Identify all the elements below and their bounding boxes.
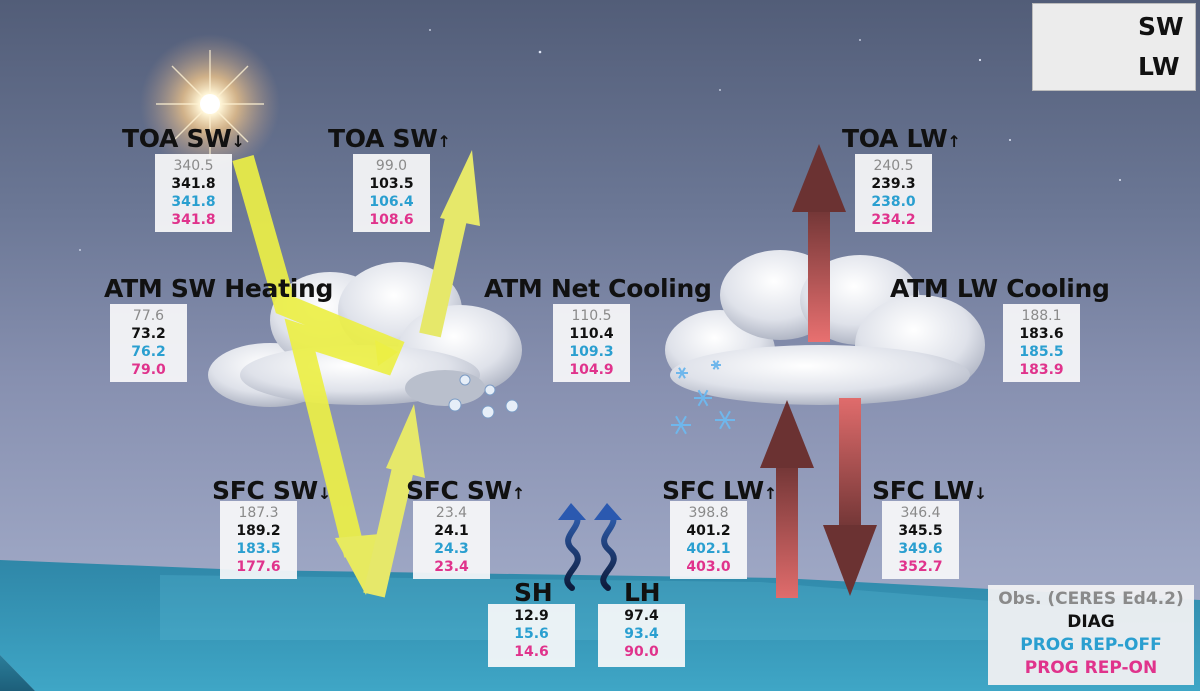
value-obs: 398.8	[688, 505, 729, 521]
lw-downward-arrow-surface	[823, 398, 877, 596]
value-prog-on: 108.6	[369, 212, 414, 228]
value-diag: 24.1	[434, 523, 469, 539]
value-prog-on: 14.6	[514, 644, 549, 660]
value-obs: 99.0	[375, 158, 408, 174]
legend	[1032, 3, 1196, 91]
value-diag: 239.3	[871, 176, 916, 192]
value-diag: 183.6	[1019, 326, 1064, 342]
value-diag: 103.5	[369, 176, 414, 192]
value-obs: 110.5	[571, 308, 612, 324]
value-obs: 240.5	[873, 158, 914, 174]
value-obs: 23.4	[435, 505, 468, 521]
value-prog-on: 177.6	[236, 559, 281, 575]
series-key: Obs. (CERES Ed4.2) DIAG PROG REP-OFF PRO…	[988, 585, 1194, 685]
value-prog-off: 185.5	[1019, 344, 1064, 360]
value-obs: 77.6	[132, 308, 165, 324]
value-prog-off: 238.0	[871, 194, 916, 210]
value-prog-off: 15.6	[514, 626, 549, 642]
value-obs: 346.4	[900, 505, 941, 521]
atm-sw-heating-label: ATM SW Heating	[104, 274, 334, 303]
sun-icon	[140, 34, 280, 174]
sh-label: SH	[514, 578, 553, 607]
sfc-sw-up-values: 23.4 24.1 24.3 23.4	[413, 501, 490, 579]
sfc-sw-down-label: SFC SW↓	[212, 476, 332, 505]
sfc-sw-down-values: 187.3 189.2 183.5 177.6	[220, 501, 297, 579]
sw-upward-arrow-surface	[363, 404, 425, 598]
value-prog-on: 234.2	[871, 212, 916, 228]
lh-label: LH	[624, 578, 661, 607]
value-prog-on: 90.0	[624, 644, 659, 660]
snowflake-icon	[671, 360, 735, 435]
value-prog-on: 104.9	[569, 362, 614, 378]
value-prog-on: 79.0	[131, 362, 166, 378]
value-prog-off: 402.1	[686, 541, 731, 557]
value-prog-off: 109.3	[569, 344, 614, 360]
value-prog-on: 352.7	[898, 559, 943, 575]
atm-lw-cooling-label: ATM LW Cooling	[890, 274, 1110, 303]
value-diag: 345.5	[898, 523, 943, 539]
toa-sw-down-values: 340.5 341.8 341.8 341.8	[155, 154, 232, 232]
toa-lw-up-label: TOA LW↑	[842, 124, 961, 153]
atm-net-cooling-label: ATM Net Cooling	[484, 274, 712, 303]
atm-lw-cooling-values: 188.1 183.6 185.5 183.9	[1003, 304, 1080, 382]
wavy-arrow-icon	[564, 509, 617, 591]
value-prog-on: 341.8	[171, 212, 216, 228]
toa-sw-up-values: 99.0 103.5 106.4 108.6	[353, 154, 430, 232]
lh-values: 97.4 93.4 90.0	[598, 604, 685, 667]
sh-values: 12.9 15.6 14.6	[488, 604, 575, 667]
series-key-prog-on: PROG REP-ON	[1024, 658, 1158, 678]
toa-sw-down-label: TOA SW↓	[122, 124, 245, 153]
value-obs: 188.1	[1021, 308, 1062, 324]
sfc-lw-down-values: 346.4 345.5 349.6 352.7	[882, 501, 959, 579]
value-diag: 341.8	[171, 176, 216, 192]
lw-upward-arrow-surface	[760, 400, 814, 598]
sw-upward-arrow-toa	[419, 150, 480, 338]
series-key-diag: DIAG	[1067, 612, 1115, 632]
sfc-sw-up-label: SFC SW↑	[406, 476, 526, 505]
value-diag: 110.4	[569, 326, 614, 342]
value-diag: 73.2	[131, 326, 166, 342]
value-diag: 189.2	[236, 523, 281, 539]
value-prog-on: 403.0	[686, 559, 731, 575]
wavy-arrow-heads	[558, 503, 622, 520]
atm-sw-heating-values: 77.6 73.2 76.2 79.0	[110, 304, 187, 382]
value-prog-off: 24.3	[434, 541, 469, 557]
toa-lw-up-values: 240.5 239.3 238.0 234.2	[855, 154, 932, 232]
legend-sw-label: SW	[1138, 12, 1184, 41]
atm-net-cooling-values: 110.5 110.4 109.3 104.9	[553, 304, 630, 382]
sfc-lw-down-label: SFC LW↓	[872, 476, 988, 505]
value-prog-off: 349.6	[898, 541, 943, 557]
value-diag: 401.2	[686, 523, 731, 539]
value-prog-off: 183.5	[236, 541, 281, 557]
series-key-prog-off: PROG REP-OFF	[1020, 635, 1162, 655]
value-prog-off: 106.4	[369, 194, 414, 210]
value-prog-off: 93.4	[624, 626, 659, 642]
value-prog-off: 341.8	[171, 194, 216, 210]
sfc-lw-up-label: SFC LW↑	[662, 476, 778, 505]
series-key-obs: Obs. (CERES Ed4.2)	[998, 589, 1184, 609]
value-obs: 187.3	[238, 505, 279, 521]
value-obs: 340.5	[173, 158, 214, 174]
ocean-side	[0, 655, 35, 691]
sfc-lw-up-values: 398.8 401.2 402.1 403.0	[670, 501, 747, 579]
value-prog-off: 76.2	[131, 344, 166, 360]
value-diag: 12.9	[514, 608, 549, 624]
toa-sw-up-label: TOA SW↑	[328, 124, 451, 153]
value-prog-on: 183.9	[1019, 362, 1064, 378]
legend-lw-label: LW	[1138, 52, 1180, 81]
hail-icon	[448, 374, 519, 419]
value-diag: 97.4	[624, 608, 659, 624]
stars	[79, 29, 1121, 251]
value-prog-on: 23.4	[434, 559, 469, 575]
lw-upward-arrow-toa	[792, 144, 846, 342]
